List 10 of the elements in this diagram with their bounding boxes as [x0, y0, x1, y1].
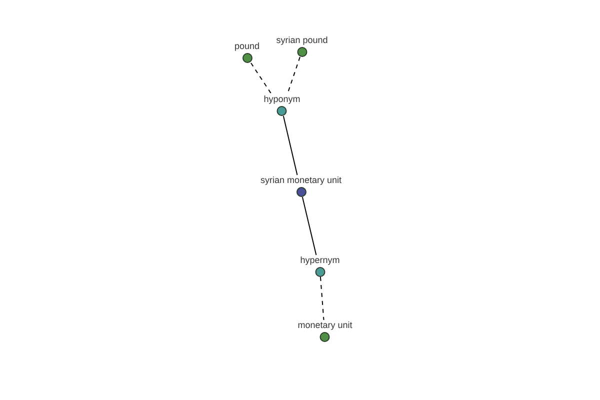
dashed-line [250, 62, 272, 94]
node-label: syrian pound [276, 35, 328, 46]
dashed-line [320, 276, 324, 320]
node-label: hyponym [264, 94, 300, 105]
node-label: pound [234, 41, 260, 52]
node-label: monetary unit [298, 320, 352, 331]
node-label: syrian monetary unit [260, 175, 342, 186]
line [282, 116, 298, 176]
node-label: hypernym [300, 255, 340, 266]
line [302, 196, 317, 256]
